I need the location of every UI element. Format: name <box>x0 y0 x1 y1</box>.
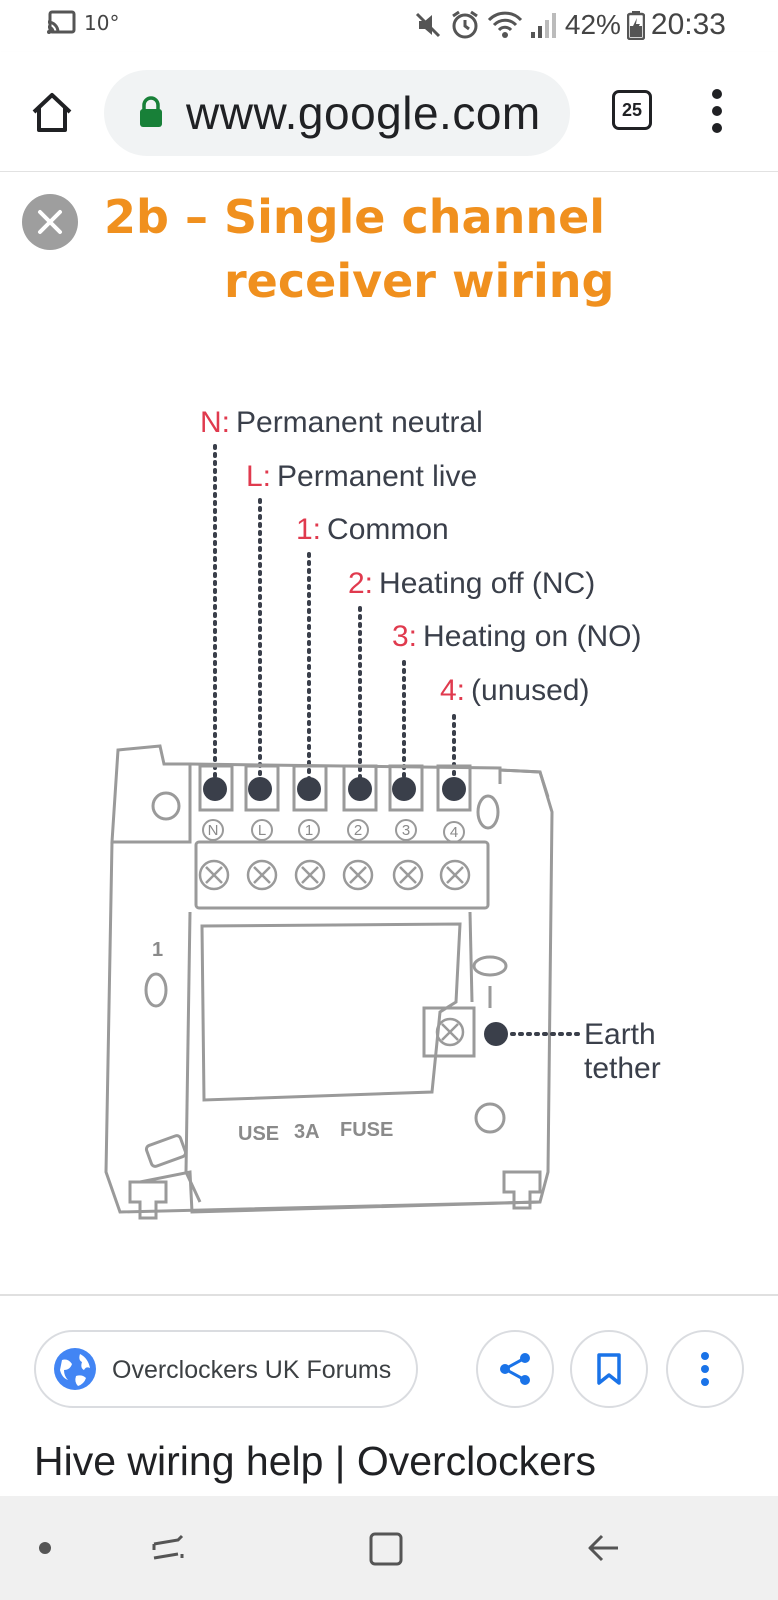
back-button[interactable] <box>574 1496 634 1600</box>
url-text: www.google.com <box>186 87 541 139</box>
alarm-icon <box>452 10 478 39</box>
source-chip[interactable]: Overclockers UK Forums <box>34 1330 418 1408</box>
tether-label: tether <box>584 1052 661 1085</box>
image-viewer: N:Permanent neutral L:Permanent live 1:C… <box>0 172 778 1294</box>
terminal-label-n: N:Permanent neutral <box>200 406 483 439</box>
signal-icon <box>530 13 556 38</box>
menu-icon[interactable] <box>702 86 732 136</box>
globe-icon <box>54 1348 96 1390</box>
more-vert-icon <box>701 1352 709 1386</box>
browser-toolbar: www.google.com 25 <box>0 52 778 172</box>
home-square-icon <box>369 1532 403 1566</box>
share-icon <box>500 1353 530 1385</box>
terminal-markers: N L 1 2 3 4 <box>202 819 465 843</box>
leader-lines <box>213 444 456 786</box>
terminal-dots <box>203 777 508 1046</box>
terminal-label-3: 3:Heating on (NO) <box>392 620 641 653</box>
temperature: 10° <box>84 11 120 35</box>
svg-text:L: L <box>258 822 266 839</box>
terminal-block <box>151 764 506 1134</box>
fuse-label-3a: 3A <box>294 1121 320 1143</box>
battery-icon <box>626 11 645 40</box>
terminal-label-1: 1:Common <box>296 513 449 546</box>
fuse-label-fuse: FUSE <box>340 1119 393 1141</box>
board-number: 1 <box>152 939 163 961</box>
wifi-icon <box>487 11 522 38</box>
terminal-label-2: 2:Heating off (NC) <box>348 567 595 600</box>
tab-switcher-button[interactable]: 25 <box>612 90 652 130</box>
close-button[interactable] <box>22 194 78 250</box>
svg-text:4: 4 <box>450 824 458 841</box>
cast-icon <box>47 10 76 34</box>
bookmark-icon <box>597 1353 621 1385</box>
status-bar: 10° 42% 20:33 <box>0 0 778 52</box>
mute-icon <box>415 12 440 38</box>
svg-text:3: 3 <box>402 822 410 839</box>
divider <box>0 1294 778 1296</box>
fuse-label-use: USE <box>238 1123 279 1145</box>
dot-icon <box>39 1542 51 1554</box>
home-icon[interactable] <box>28 88 76 136</box>
svg-text:1: 1 <box>305 822 313 839</box>
more-options-button[interactable] <box>666 1330 744 1408</box>
terminal-labels: N:Permanent neutral L:Permanent live 1:C… <box>200 406 641 707</box>
source-label: Overclockers UK Forums <box>112 1356 392 1384</box>
bookmark-button[interactable] <box>570 1330 648 1408</box>
back-arrow-icon <box>588 1534 618 1562</box>
system-nav-bar <box>0 1496 778 1600</box>
wiring-diagram: N:Permanent neutral L:Permanent live 1:C… <box>104 406 661 1220</box>
image-title-line1: 2b – Single channel <box>104 190 606 244</box>
clock: 20:33 <box>650 8 726 41</box>
terminal-label-l: L:Permanent live <box>246 460 477 493</box>
result-title[interactable]: Hive wiring help | Overclockers <box>34 1438 597 1484</box>
share-button[interactable] <box>476 1330 554 1408</box>
recent-apps-icon <box>152 1534 184 1560</box>
address-bar[interactable]: www.google.com <box>104 70 570 156</box>
svg-text:N: N <box>208 822 219 839</box>
battery-percent: 42% <box>564 9 621 40</box>
recent-apps-button[interactable] <box>138 1496 198 1600</box>
earth-label: Earth <box>584 1018 656 1051</box>
terminal-label-4: 4:(unused) <box>440 674 589 707</box>
svg-text:2: 2 <box>354 822 362 839</box>
image-title-line2: receiver wiring <box>224 254 615 308</box>
close-icon <box>38 210 62 234</box>
nav-dot-button[interactable] <box>20 1496 70 1600</box>
home-nav-button[interactable] <box>356 1496 416 1600</box>
terminal-screws <box>198 859 471 1047</box>
lock-icon <box>140 96 162 127</box>
